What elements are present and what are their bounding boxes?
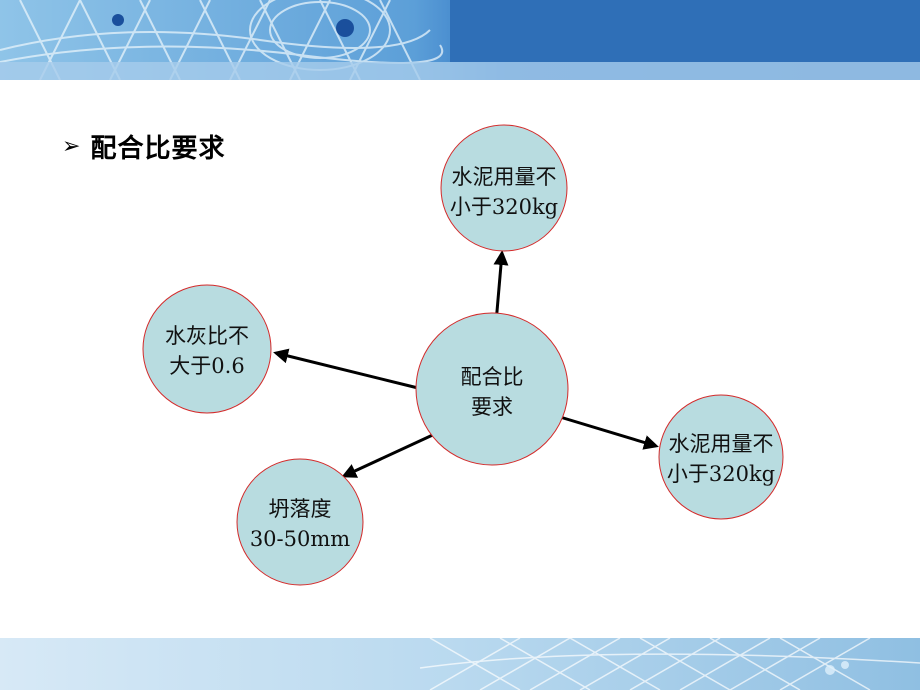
footer-banner xyxy=(0,638,920,690)
left-node-line-2: 大于0.6 xyxy=(169,354,244,378)
heading-text: 配合比要求 xyxy=(90,133,226,164)
top-node-line-2: 小于320kg xyxy=(450,195,558,219)
arrow-to-right xyxy=(559,415,659,450)
bottom-node: 坍落度 30-50mm xyxy=(236,458,364,586)
center-node-line-2: 要求 xyxy=(471,395,513,419)
arrow-bullet-icon: ➢ xyxy=(62,133,81,159)
arrow-to-top xyxy=(493,250,509,324)
top-node: 水泥用量不 小于320kg xyxy=(440,124,568,252)
bottom-node-line-1: 坍落度 xyxy=(269,497,332,521)
bottom-node-line-2: 30-50mm xyxy=(250,527,350,551)
right-node-line-1: 水泥用量不 xyxy=(669,432,774,456)
left-node-line-1: 水灰比不 xyxy=(165,324,249,348)
right-node-line-2: 小于320kg xyxy=(667,462,775,486)
center-node-line-1: 配合比 xyxy=(461,365,524,389)
right-node: 水泥用量不 小于320kg xyxy=(658,394,784,520)
arrow-to-left xyxy=(273,348,419,390)
left-node: 水灰比不 大于0.6 xyxy=(142,284,272,414)
slide-heading: ➢ 配合比要求 xyxy=(62,126,225,166)
center-node: 配合比 要求 xyxy=(415,312,569,466)
header-banner xyxy=(0,0,920,80)
arrow-to-bottom xyxy=(341,431,438,478)
footer-structure-decoration xyxy=(419,638,920,690)
top-node-line-1: 水泥用量不 xyxy=(452,165,557,189)
